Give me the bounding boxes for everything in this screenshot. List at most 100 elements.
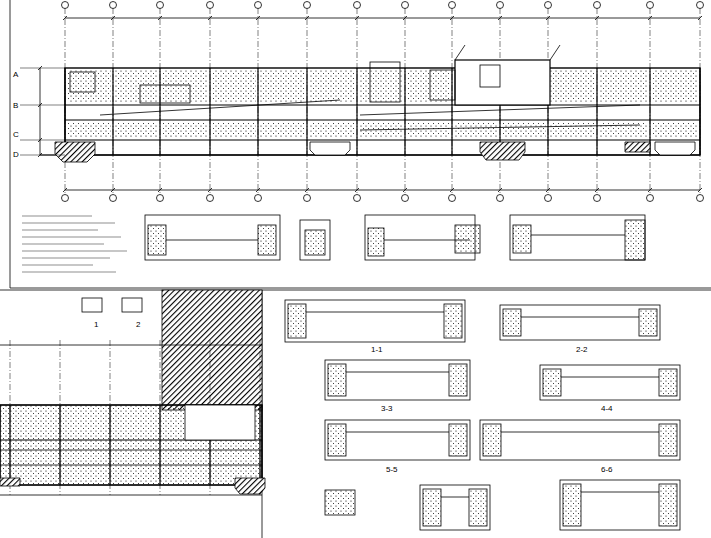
section-title: 4-4 [600, 404, 614, 413]
drawing-line [402, 2, 409, 9]
drawing-line [208, 188, 212, 192]
drawing-line [62, 195, 69, 202]
drawing-line [288, 304, 306, 338]
drawing-line [307, 8, 308, 195]
drawing-line [699, 68, 700, 155]
drawing-line [67, 70, 111, 103]
drawing-line [110, 340, 111, 495]
drawing-line [420, 485, 490, 530]
drawing-line [162, 70, 208, 103]
drawing-line [407, 70, 450, 103]
drawing-line [357, 8, 358, 195]
drawing-line [659, 424, 677, 456]
drawing-line [407, 122, 450, 138]
drawing-line [306, 312, 444, 313]
drawing-line [285, 300, 465, 342]
drawing-line [599, 70, 648, 103]
section-title: 5-5 [385, 465, 399, 474]
drawing-line [111, 16, 115, 20]
drawing-line [356, 68, 357, 155]
drawing-line [305, 16, 309, 20]
drawing-line [599, 122, 648, 138]
drawing-line [110, 195, 117, 202]
drawing-line [501, 432, 659, 433]
drawing-line [454, 122, 498, 138]
drawing-line [325, 490, 355, 515]
drawing-line [208, 16, 212, 20]
drawing-line [20, 155, 65, 156]
drawing-line [109, 405, 110, 485]
drawing-line [159, 405, 160, 485]
drawing-line [20, 105, 65, 106]
drawing-line [305, 188, 309, 192]
drawing-line [545, 2, 552, 9]
drawing-line [503, 309, 521, 336]
drawing-line [212, 70, 256, 103]
drawing-line [22, 265, 93, 266]
drawing-line [22, 244, 104, 245]
drawing-line [652, 122, 698, 138]
drawing-line [115, 122, 158, 138]
drawing-line [550, 122, 595, 138]
drawing-line [346, 432, 449, 433]
section-title: 6-6 [600, 465, 614, 474]
drawing-line [325, 420, 470, 460]
drawing-line [260, 70, 305, 103]
section-title: 3-3 [380, 404, 394, 413]
drawing-line [449, 364, 467, 396]
drawing-line [256, 188, 260, 192]
drawing-line [22, 237, 121, 238]
drawing-line [354, 2, 361, 9]
drawing-line [403, 16, 407, 20]
drawing-line [260, 122, 305, 138]
drawing-line [22, 258, 110, 259]
drawing-line [309, 122, 355, 138]
drawing-line [160, 340, 161, 495]
drawing-line [423, 489, 441, 526]
drawing-line [162, 122, 208, 138]
axis-label: 2 [135, 320, 141, 329]
drawing-line [62, 2, 69, 9]
drawing-line [328, 364, 346, 396]
drawing-line [659, 484, 677, 526]
drawing-line [157, 2, 164, 9]
drawing-line [346, 372, 449, 373]
drawing-line [480, 420, 680, 460]
drawing-line [328, 424, 346, 456]
drawing-line [38, 138, 42, 142]
drawing-line [498, 188, 502, 192]
drawing-line [207, 2, 214, 9]
drawing-line [497, 2, 504, 9]
drawing-line [111, 188, 115, 192]
drawing-line [9, 405, 10, 485]
drawing-line [550, 70, 595, 103]
drawing-line [110, 2, 117, 9]
drawing-line [255, 195, 262, 202]
drawing-line [309, 70, 355, 103]
drawing-line [22, 223, 115, 224]
axis-label: 1 [93, 320, 99, 329]
drawing-line [63, 188, 67, 192]
drawing-line [256, 16, 260, 20]
drawing-line [38, 66, 42, 70]
drawing-line [38, 103, 42, 107]
drawing-line [260, 340, 261, 495]
drawing-line [639, 309, 657, 336]
drawing-line [521, 317, 639, 318]
drawing-line [648, 188, 652, 192]
drawing-line [597, 8, 598, 195]
drawing-line [158, 188, 162, 192]
drawing-line [112, 68, 113, 155]
drawing-line [594, 2, 601, 9]
drawing-line [697, 2, 704, 9]
drawing-line [257, 68, 258, 155]
drawing-line [212, 122, 256, 138]
drawing-line [441, 497, 469, 498]
drawing-line [647, 2, 654, 9]
drawing-line [22, 251, 127, 252]
drawing-line [60, 340, 61, 495]
drawing-line [659, 369, 677, 396]
drawing-line [647, 195, 654, 202]
section-title: 1-1 [370, 345, 384, 354]
